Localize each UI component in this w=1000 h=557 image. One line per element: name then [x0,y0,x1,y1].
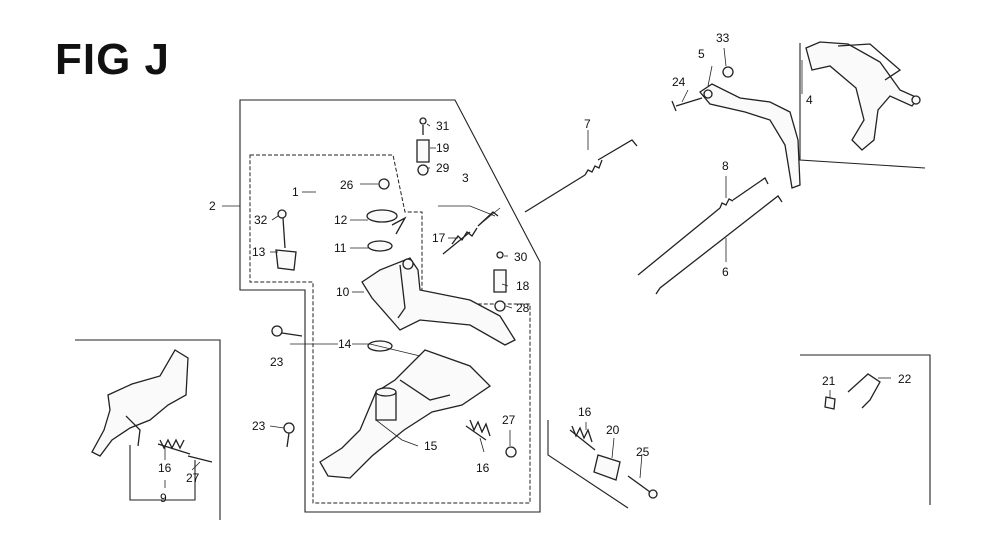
control-bracket-4 [805,41,921,151]
callout-29: 29 [436,161,450,175]
callout-1: 1 [292,185,299,199]
callout-10: 10 [336,285,350,299]
callout-15: 15 [424,439,438,453]
callout-21: 21 [822,374,836,388]
callout-24: 24 [672,75,686,89]
left-control-assembly-9 [91,349,213,463]
figure-title: FIG J [55,35,171,84]
callout-6: 6 [722,265,729,279]
callout-12: 12 [334,213,348,227]
callout-14: 14 [338,337,352,351]
upper-throttle-lever [671,66,801,189]
callout-11: 11 [334,241,347,255]
callout-16-right: 16 [578,405,592,419]
callout-16-left: 16 [158,461,172,475]
callout-labels: 1 2 3 4 5 6 7 8 9 10 11 12 13 14 15 16 1… [158,31,912,505]
callout-30: 30 [514,250,528,264]
leader-lines [164,47,891,488]
callout-16-center: 16 [476,461,490,475]
callout-4: 4 [806,93,813,107]
governor-arm-assembly [361,178,516,352]
callout-20: 20 [606,423,620,437]
callout-9: 9 [160,491,167,505]
callout-23-lower: 23 [252,419,266,433]
callout-22: 22 [898,372,912,386]
callout-2: 2 [209,199,216,213]
callout-27-center: 27 [502,413,516,427]
callout-33: 33 [716,31,730,45]
callout-18: 18 [516,279,530,293]
callout-8: 8 [722,159,729,173]
callout-13: 13 [252,245,266,259]
callout-28: 28 [516,301,530,315]
callout-23-upper: 23 [270,355,284,369]
callout-31: 31 [436,119,450,133]
callout-5: 5 [698,47,705,61]
callout-17: 17 [432,231,446,245]
group-outlines [75,43,931,520]
springs-and-rods [442,139,783,295]
callout-27-left: 27 [186,471,200,485]
base-plate-15 [319,349,492,479]
callout-3: 3 [462,171,469,185]
callout-26: 26 [340,178,354,192]
small-hardware [271,117,881,499]
callout-19: 19 [436,141,450,155]
callout-25: 25 [636,445,650,459]
callout-32: 32 [254,213,268,227]
callout-7: 7 [584,117,591,131]
